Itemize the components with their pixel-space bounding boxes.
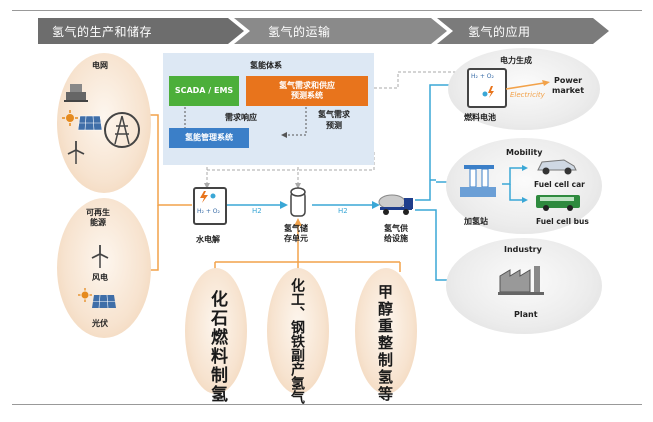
fuel-station-icon [460,165,496,197]
power-arrow [506,80,550,90]
source-methanol-text: 甲醇重整制氢等 [376,284,394,403]
station-label: 加氢站 [464,217,488,226]
source-oval-byproduct [267,268,329,394]
header-transport: 氢气的运输 [268,24,331,39]
forecast-box: 氢气需求和供应 预测系统 [246,76,368,106]
electrolysis-label: 水电解 [196,235,220,244]
sun-icon [78,288,92,302]
demand-forecast-label: 氢气需求 预测 [318,110,350,130]
top-rule [12,10,642,11]
plant-label: Plant [514,310,538,319]
renewable-oval [57,198,151,338]
bottom-rule [12,404,642,405]
scada-box: SCADA / EMS [169,76,239,106]
demand-response-label: 需求响应 [225,113,257,122]
electrolysis-formula: H₂ + O₂ [197,208,220,215]
wind-turbine-icon [67,141,85,164]
header-application: 氢气的应用 [468,24,531,39]
supply-label: 氢气供 给设施 [384,224,408,244]
power-market-label: Power market [552,76,585,95]
sun-icon [62,110,78,126]
drop-icon [482,86,494,98]
factory-icon [498,266,544,295]
fuel-cell-car-label: Fuel cell car [534,180,585,189]
h2-label-2: H2 [338,207,348,215]
power-tower-icon [64,84,88,102]
fuel-cell-bus-label: Fuel cell bus [536,217,589,226]
storage-tank-icon [290,187,306,217]
storage-label: 氢气储 存单元 [284,224,308,244]
wind-turbine-icon [91,245,109,268]
electrolysis-unit [193,187,227,225]
system-arrows [182,107,307,138]
electricity-label: Electricity [510,91,545,99]
tanker-truck-icon [378,194,413,215]
power-title: 电力生成 [500,56,532,65]
lightning-icon [200,191,216,203]
solar-panel-icon [78,115,102,131]
energy-system-title: 氢能体系 [250,61,282,70]
industry-title: Industry [504,245,542,254]
source-oval-methanol [355,268,417,394]
header-banner [38,18,609,44]
header-production: 氢气的生产和储存 [52,24,153,39]
grid-label: 电网 [92,61,108,70]
solar-panel-icon [92,294,116,309]
wind-label: 风电 [92,273,108,282]
management-box: 氢能管理系统 [169,128,249,148]
renewable-label: 可再生 能源 [86,208,110,228]
fuel-cell-formula: H₂ + O₂ [471,73,494,80]
source-oval-fossil [185,268,247,394]
grid-tower-icon [104,112,140,148]
solar-label: 光伏 [92,319,108,328]
station-arrows [502,165,528,203]
grid-oval [57,53,151,193]
fuel-cell-unit [467,68,507,108]
fuel-cell-label: 燃料电池 [464,113,496,122]
car-icon [537,159,577,175]
mobility-title: Mobility [506,148,543,157]
source-fossil-text: 化石燃料制氢 [207,290,227,404]
source-byproduct-text: 化工、钢铁副产氢气 [289,278,305,404]
h2-label-1: H2 [252,207,262,215]
bus-icon [536,195,580,211]
